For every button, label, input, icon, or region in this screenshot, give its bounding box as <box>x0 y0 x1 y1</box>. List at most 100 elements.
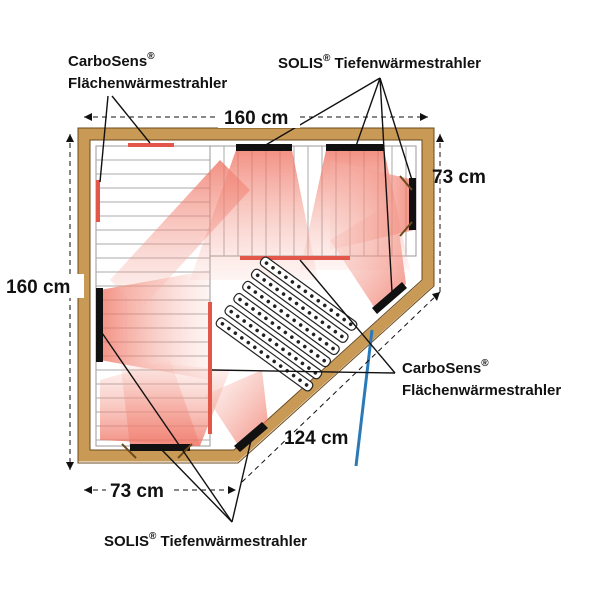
dim-right-depth: 73 cm <box>432 167 486 188</box>
sauna-wall-edge <box>77 127 435 464</box>
heater-dot <box>271 266 275 270</box>
solis-emitter-right <box>409 178 416 230</box>
heater-dot <box>290 335 294 339</box>
sauna-wall <box>78 128 434 462</box>
heater-rod <box>250 268 349 343</box>
heater-dot <box>252 345 257 350</box>
heater-dot <box>311 332 316 337</box>
solis-emitter-left <box>96 288 103 362</box>
heater-dot <box>335 313 340 317</box>
heater-dot <box>268 338 272 342</box>
label-carbosens-top: CarboSens® <box>68 51 155 70</box>
glow-right-corner <box>330 200 406 310</box>
label-carbosens-top-2: Flächenwärmestrahler <box>68 75 227 92</box>
heater-rod <box>259 256 358 331</box>
heater-dot <box>281 347 285 352</box>
carbosens-panel-center-left <box>208 302 212 434</box>
heater-dot <box>227 326 231 331</box>
dim-bottom-width: 73 cm <box>110 481 164 502</box>
leader-lines <box>99 77 413 523</box>
glow-bottom-diag <box>205 370 268 448</box>
heater-dot <box>242 319 246 323</box>
label-carbosens-right-2: Flächenwärmestrahler <box>402 382 561 399</box>
heater-dot <box>297 284 301 289</box>
registered-mark: ® <box>481 358 489 369</box>
heater-dot <box>304 383 309 387</box>
heater-dot <box>307 366 311 370</box>
heater-dot <box>255 273 260 278</box>
heater-dot <box>235 314 240 319</box>
heater-rod <box>242 280 340 356</box>
heater-dot <box>290 280 295 284</box>
solis-emitter-corner-right <box>372 282 407 314</box>
heater-dot <box>316 298 321 303</box>
heater-dot <box>303 289 308 294</box>
heater-dot <box>266 299 271 304</box>
heater-dot <box>261 333 266 337</box>
heater-dot <box>262 278 266 282</box>
heater-dot <box>300 361 305 366</box>
heater-dot <box>233 331 238 336</box>
heater-dot <box>240 336 244 340</box>
heater-dot <box>278 364 283 368</box>
heater-dot <box>277 270 282 275</box>
heater-dot <box>283 330 288 335</box>
heater-dot <box>314 315 318 320</box>
heater-dot <box>279 309 284 313</box>
heater-dot <box>329 308 334 312</box>
heater-dot <box>305 327 309 332</box>
heater-rod <box>215 317 314 392</box>
glow-top-center <box>190 150 318 280</box>
heater-dot <box>244 302 249 307</box>
heater-dot <box>294 356 298 361</box>
heater-dot <box>246 340 251 345</box>
heater-dot <box>291 373 296 378</box>
heater-rod <box>224 305 323 380</box>
carbosens-panel-center-top <box>240 256 350 260</box>
heater-dot <box>294 301 299 306</box>
registered-mark: ® <box>147 51 155 62</box>
heater-dot <box>247 285 251 290</box>
solis-emitter-corner-bottom <box>234 422 268 452</box>
heater-rod <box>233 292 331 368</box>
heater-dot <box>298 323 303 327</box>
heater-dot <box>270 321 275 325</box>
heater-dot <box>322 303 327 308</box>
heater-dot <box>318 337 322 341</box>
heater-dot <box>324 342 329 346</box>
label-solis-bottom: SOLIS® Tiefenwärmestrahler <box>104 531 307 550</box>
heater-dot <box>340 334 344 339</box>
carbosens-panel-left <box>96 180 100 222</box>
heater-dot <box>272 304 277 308</box>
carbosens-panels <box>96 143 350 434</box>
heater-dot <box>287 352 292 356</box>
heater-dot <box>255 328 259 333</box>
heater-dot <box>284 275 288 280</box>
heater-dot <box>307 311 312 315</box>
heater-dot <box>264 261 269 265</box>
heater-dot <box>253 290 258 294</box>
dim-top-width: 160 cm <box>224 108 288 129</box>
glow-bottom-center <box>120 360 230 446</box>
heater-dot <box>333 329 338 334</box>
dim-diagonal: 124 cm <box>284 428 348 449</box>
heater-dot <box>272 359 276 364</box>
solis-emitter-top-1 <box>236 144 292 151</box>
heater-dot <box>220 321 225 326</box>
heater-dot <box>274 342 279 347</box>
heater-dot <box>229 309 234 314</box>
heater-dot <box>257 311 262 316</box>
heater-dot <box>248 323 253 328</box>
heater-dot <box>264 316 268 321</box>
glass-door <box>354 329 374 467</box>
registered-mark: ® <box>323 53 331 64</box>
heater-dot <box>320 320 325 325</box>
heater-dot <box>251 307 255 311</box>
heater-dot <box>310 294 314 298</box>
heater-elements <box>215 256 358 392</box>
heater-dot <box>342 317 346 322</box>
heater-dot <box>259 350 264 354</box>
label-carbosens-right: CarboSens® <box>402 358 489 377</box>
